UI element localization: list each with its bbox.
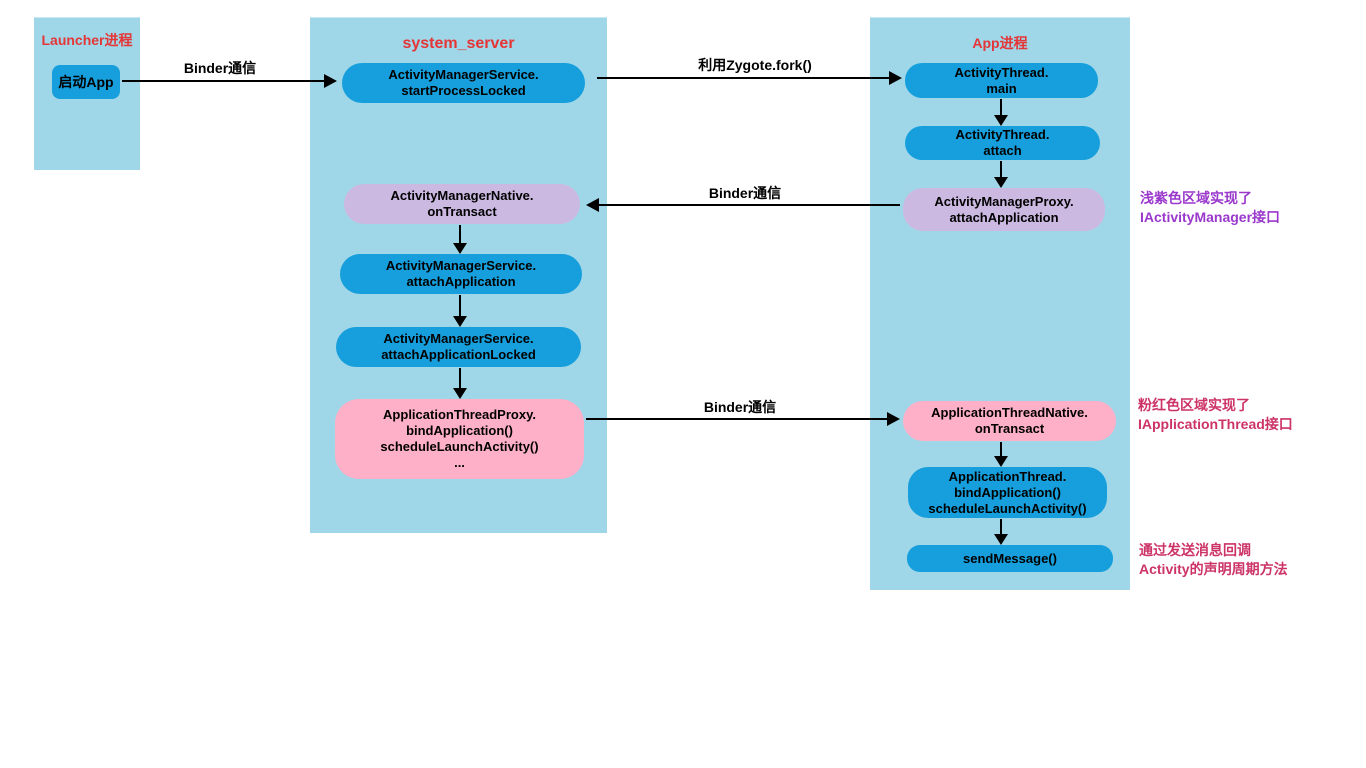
arrow-atn-to-application-thread <box>994 442 1008 467</box>
arrow-main-to-attach <box>994 99 1008 126</box>
node-ams-start-process-locked: ActivityManagerService. startProcessLock… <box>342 63 585 103</box>
node-application-thread-proxy: ApplicationThreadProxy. bindApplication(… <box>335 399 584 479</box>
launcher-process-panel: Launcher进程 启动App <box>34 17 140 170</box>
arrow-attach-locked-to-proxy <box>453 368 467 399</box>
app-process-panel: App进程 ActivityThread. main ActivityThrea… <box>870 17 1130 590</box>
node-activity-thread-main: ActivityThread. main <box>905 63 1098 98</box>
node-application-thread-bind: ApplicationThread. bindApplication() sch… <box>908 467 1107 518</box>
node-activity-thread-attach: ActivityThread. attach <box>905 126 1100 160</box>
annotation-iapplicationthread: 粉红色区域实现了 IApplicationThread接口 <box>1138 397 1293 432</box>
arrow-bind-to-send-message <box>994 519 1008 545</box>
annotation-iactivitymanager: 浅紫色区域实现了 IActivityManager接口 <box>1140 190 1281 225</box>
launcher-panel-title: Launcher进程 <box>41 32 133 48</box>
arrow-amn-to-ams <box>453 225 467 254</box>
arrow-binder-3 <box>586 412 900 426</box>
node-start-app-label: 启动App <box>58 74 114 90</box>
node-activity-manager-proxy: ActivityManagerProxy. attachApplication <box>903 188 1105 231</box>
arrow-binder-2 <box>586 198 900 212</box>
edge-label-zygote-fork: 利用Zygote.fork() <box>698 57 812 73</box>
edge-label-binder-3: Binder通信 <box>703 399 777 415</box>
node-send-message: sendMessage() <box>907 545 1113 572</box>
system-server-panel-title: system_server <box>402 35 515 52</box>
system-server-panel: system_server ActivityManagerService. st… <box>310 17 607 533</box>
node-ams-attach-application-locked: ActivityManagerService. attachApplicatio… <box>336 327 581 367</box>
app-panel-title: App进程 <box>972 35 1028 51</box>
arrow-ams-to-attach-locked <box>453 295 467 327</box>
edge-label-binder-2: Binder通信 <box>708 185 782 201</box>
node-amn-ontransact: ActivityManagerNative. onTransact <box>344 184 580 224</box>
annotation-lifecycle-callback: 通过发送消息回调 Activity的声明周期方法 <box>1139 542 1288 577</box>
node-application-thread-native: ApplicationThreadNative. onTransact <box>903 401 1116 441</box>
edge-label-binder-1: Binder通信 <box>183 60 257 76</box>
arrow-zygote-fork <box>597 71 902 85</box>
arrow-attach-to-amp <box>994 161 1008 188</box>
arrow-binder-1 <box>122 74 337 88</box>
node-ams-attach-application: ActivityManagerService. attachApplicatio… <box>340 254 582 294</box>
node-start-app: 启动App <box>52 65 120 99</box>
